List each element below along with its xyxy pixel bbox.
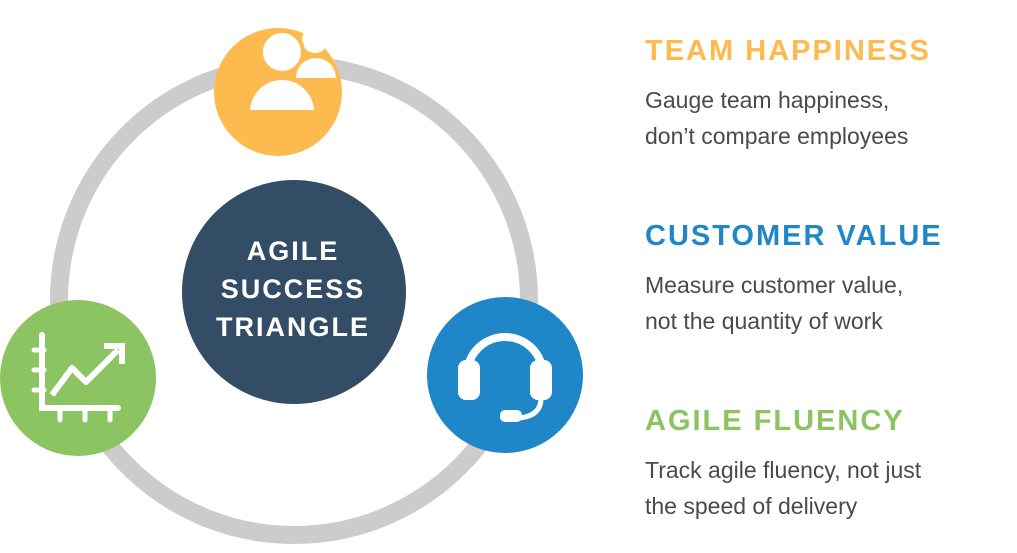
panel-title: AGILE FLUENCY [645,405,905,437]
desc-line: Track agile fluency, not just [645,457,922,483]
center-line: TRIANGLE [216,312,370,342]
desc-line: Measure customer value, [645,272,904,298]
desc-line: Gauge team happiness, [645,87,890,113]
desc-line: don’t compare employees [645,123,909,149]
center-line: SUCCESS [220,274,366,304]
desc-line: not the quantity of work [645,308,883,334]
team-icon [214,27,342,156]
panel-title: TEAM HAPPINESS [645,35,931,67]
panel-description: Gauge team happiness, don’t compare empl… [645,82,931,154]
panel-title: CUSTOMER VALUE [645,220,943,252]
center-line: AGILE [246,236,340,266]
growth-chart-icon [0,300,156,456]
panel-description: Measure customer value, not the quantity… [645,267,943,339]
center-label: AGILE SUCCESS TRIANGLE [181,232,405,346]
team-happiness-panel: TEAM HAPPINESS Gauge team happiness, don… [645,34,931,154]
headset-icon [427,297,583,453]
customer-value-panel: CUSTOMER VALUE Measure customer value, n… [645,219,943,339]
center-circle [182,180,406,404]
panel-description: Track agile fluency, not just the speed … [645,452,921,524]
agile-fluency-panel: AGILE FLUENCY Track agile fluency, not j… [645,404,921,524]
desc-line: the speed of delivery [645,493,858,519]
